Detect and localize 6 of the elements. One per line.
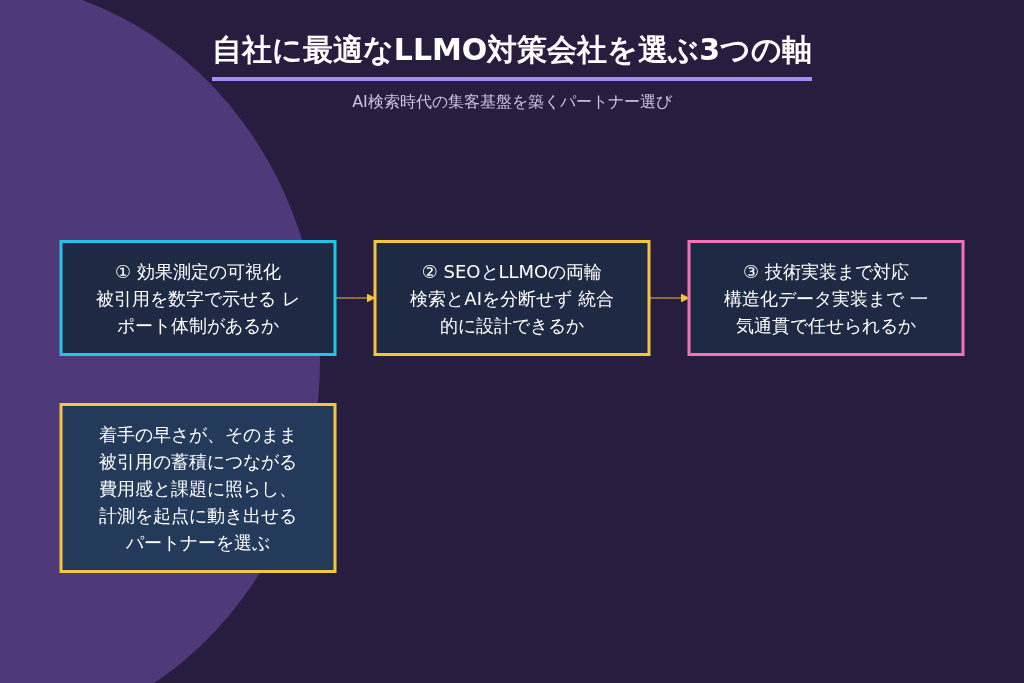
node-box: ③ 技術実装まで対応 構造化データ実装まで 一気通貫で任せられるか <box>687 240 965 356</box>
node-box: ② SEOとLLMOの両輪 検索とAIを分断せず 統合的に設計できるか <box>373 240 651 356</box>
subtitle: AI検索時代の集客基盤を築くパートナー選び <box>352 92 672 111</box>
title: 自社に最適なLLMO対策会社を選ぶ3つの軸 <box>211 30 813 81</box>
node-box: 着手の早さが、そのまま被引用の蓄積につながる 費用感と課題に照らし、計測を起点に動き出せるパートナーを選ぶ <box>59 403 337 573</box>
node-box: ① 効果測定の可視化 被引用を数字で示せる レポート体制があるか <box>59 240 337 356</box>
